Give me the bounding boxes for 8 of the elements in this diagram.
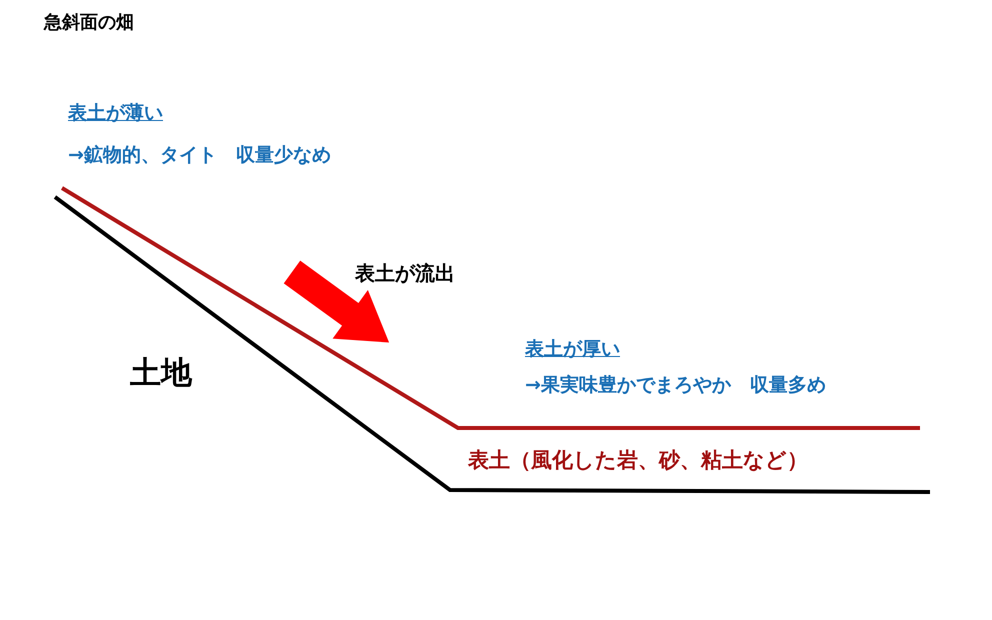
layer-label: 表土（風化した岩、砂、粘土など） [468,447,808,474]
flow-label: 表土が流出 [355,260,455,287]
note-text: →果実味豊かでまろやか 収量多め [525,373,826,398]
title: 急斜面の畑 [44,11,134,34]
heading-text: 表土が厚い [525,337,620,362]
note-text: →鉱物的、タイト 収量少なめ [68,143,331,168]
heading-text: 表土が薄い [68,101,163,126]
ground-label: 土地 [130,354,192,393]
